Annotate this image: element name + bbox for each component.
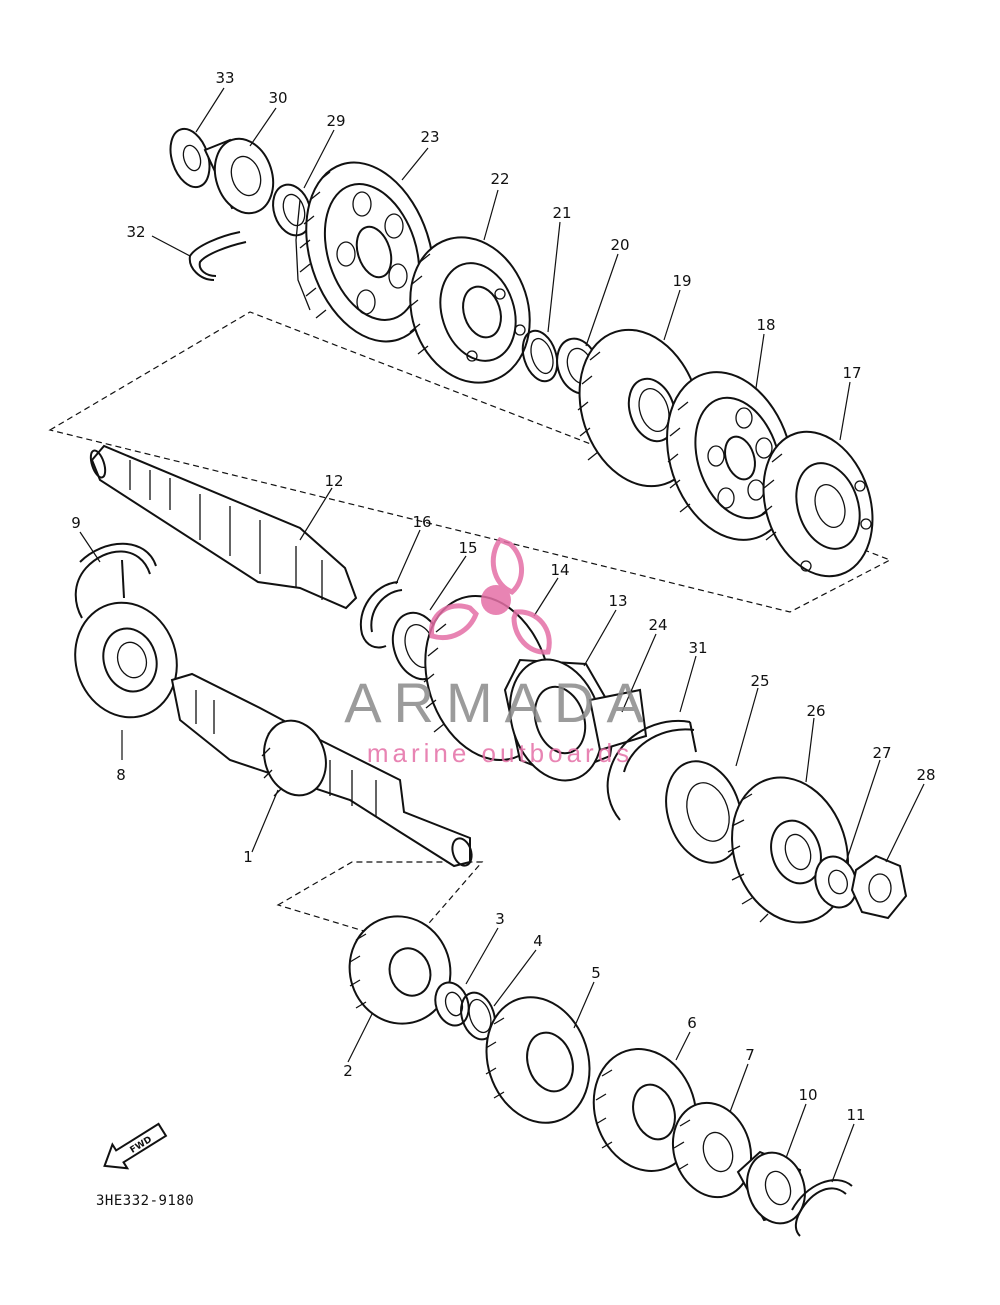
part-23-gear: [295, 161, 435, 343]
part-4-circlip: [460, 991, 496, 1041]
callout-5: 5: [591, 964, 601, 982]
part-16-circlip: [359, 581, 403, 649]
part-5-gear: [485, 996, 591, 1124]
callout-labels: 33 30 29 23 22 21 20 19 18 17 32 12 16 1…: [71, 69, 935, 1124]
callout-8: 8: [116, 766, 126, 784]
callout-4: 4: [533, 932, 543, 950]
callout-7: 7: [745, 1046, 755, 1064]
callout-26: 26: [806, 702, 825, 720]
part-code: 3HE332-9180: [96, 1193, 194, 1209]
callout-11: 11: [846, 1106, 865, 1124]
part-6-gear: [592, 1048, 698, 1172]
part-32-circlip: [188, 231, 247, 281]
callout-25: 25: [750, 672, 769, 690]
callout-13: 13: [608, 592, 627, 610]
part-30-bearing: [203, 137, 275, 215]
callout-18: 18: [756, 316, 775, 334]
callout-6: 6: [687, 1014, 697, 1032]
callout-24: 24: [648, 616, 667, 634]
callout-28: 28: [916, 766, 935, 784]
watermark-title: ARMADA: [344, 671, 656, 734]
part-25-oil-seal: [665, 760, 743, 864]
callout-32: 32: [126, 223, 145, 241]
callout-33: 33: [215, 69, 234, 87]
part-17-gear: [761, 430, 874, 578]
callout-27: 27: [872, 744, 891, 762]
part-31-circlip: [606, 719, 697, 821]
callout-31: 31: [688, 639, 707, 657]
part-10-bearing: [736, 1150, 806, 1225]
watermark-logo-icon: [429, 536, 552, 655]
part-13-hub: [503, 658, 648, 782]
part-28-nut: [850, 854, 908, 920]
part-8-bearing: [74, 601, 178, 719]
part-26-sprocket: [727, 776, 849, 924]
callout-22: 22: [490, 170, 509, 188]
callout-15: 15: [458, 539, 477, 557]
part-2-gear: [348, 915, 452, 1025]
callout-17: 17: [842, 364, 861, 382]
watermark: ARMADA marine outboards: [344, 536, 656, 768]
watermark-subtitle: marine outboards: [367, 738, 633, 768]
callout-12: 12: [324, 472, 343, 490]
callout-3: 3: [495, 910, 505, 928]
part-21-circlip: [521, 329, 559, 383]
callout-1: 1: [243, 848, 253, 866]
part-29-washer: [272, 183, 312, 237]
callout-30: 30: [268, 89, 287, 107]
callout-10: 10: [798, 1086, 817, 1104]
callout-19: 19: [672, 272, 691, 290]
callout-21: 21: [552, 204, 571, 222]
assembly-frame-upper: [48, 311, 892, 613]
part-11-circlip: [791, 1179, 853, 1237]
callout-9: 9: [71, 514, 81, 532]
part-33-washer: [169, 127, 211, 189]
part-12-main-shaft: [89, 444, 358, 610]
callout-23: 23: [420, 128, 439, 146]
part-22-gear: [407, 236, 531, 384]
part-1-drive-shaft: [170, 672, 473, 868]
callout-14: 14: [550, 561, 569, 579]
part-18-gear: [666, 371, 794, 541]
callout-20: 20: [610, 236, 629, 254]
callout-16: 16: [412, 513, 431, 531]
callout-2: 2: [343, 1062, 353, 1080]
fwd-arrow-icon: FWD: [103, 1122, 168, 1170]
part-7-gear: [671, 1101, 753, 1199]
leader-lines: [79, 87, 925, 1183]
callout-29: 29: [326, 112, 345, 130]
part-9-circlip: [74, 542, 157, 619]
